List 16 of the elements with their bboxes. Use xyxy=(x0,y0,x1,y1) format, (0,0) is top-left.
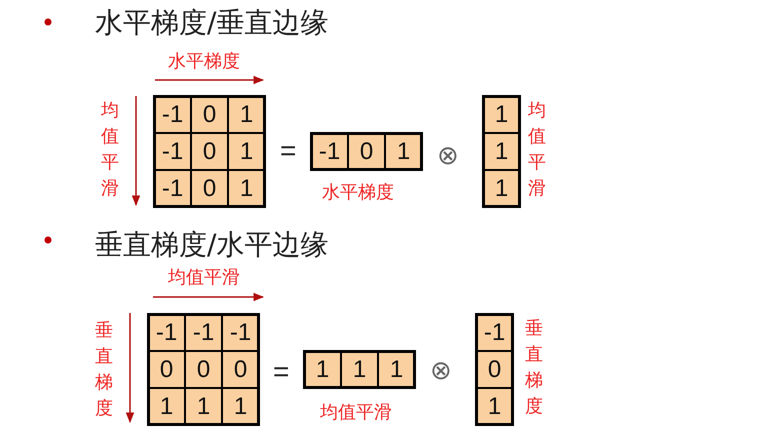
heading: 水平梯度/垂直边缘 xyxy=(95,6,328,40)
direction-label: 均值平滑 xyxy=(528,99,547,201)
direction-label: 水平梯度 xyxy=(168,50,240,74)
direction-label: 垂直梯度 xyxy=(525,317,544,419)
direction-label: 均值平滑 xyxy=(101,99,120,201)
direction-label: 垂直梯度 xyxy=(95,319,114,421)
equals-sign: = xyxy=(280,137,296,165)
matrix-cell: 0 xyxy=(184,350,223,389)
operator-symbol: ⊗ xyxy=(430,358,452,384)
operator-symbol: ⊗ xyxy=(437,143,459,169)
vector-label: 均值平滑 xyxy=(320,401,392,424)
heading: 垂直梯度/水平边缘 xyxy=(95,228,328,262)
direction-label: 均值平滑 xyxy=(168,266,240,290)
equals-sign: = xyxy=(273,358,290,386)
matrix-cell: 0 xyxy=(190,132,229,171)
vector-label: 水平梯度 xyxy=(322,181,394,204)
